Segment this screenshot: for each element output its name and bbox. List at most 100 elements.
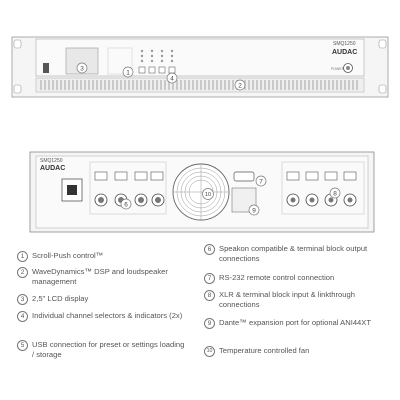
vent-slot	[248, 80, 250, 90]
vent-slot	[84, 80, 86, 90]
vent-slot	[348, 80, 350, 90]
rack-hole	[13, 84, 22, 94]
svg-text:2: 2	[238, 82, 242, 89]
vent-slot	[108, 80, 110, 90]
vent-slot	[208, 80, 210, 90]
vent-slot	[148, 80, 150, 90]
input-section	[281, 161, 365, 215]
vent-slot	[116, 80, 118, 90]
vent-slot	[164, 80, 166, 90]
cooling-fan	[172, 163, 230, 221]
callout-1: 1	[122, 66, 134, 78]
vent-slot	[188, 80, 190, 90]
vent-slot	[68, 80, 70, 90]
vent-slot	[64, 80, 66, 90]
front-model-label: SMQ1250	[333, 41, 356, 47]
vent-slot	[192, 80, 194, 90]
legend-text: Temperature controlled fan	[219, 346, 310, 355]
channel-indicators	[140, 49, 174, 63]
vent-slot	[104, 80, 106, 90]
callout-7: 7	[255, 175, 267, 187]
vent-slot	[316, 80, 318, 90]
vent-slot	[308, 80, 310, 90]
vent-slot	[60, 80, 62, 90]
power-inlet-socket	[67, 185, 77, 195]
vent-slot	[128, 80, 130, 90]
legend-text: Dante™ expansion port for optional ANI44…	[219, 318, 371, 327]
vent-slot	[324, 80, 326, 90]
vent-slot	[340, 80, 342, 90]
rear-model-label: SMQ1250	[40, 158, 63, 164]
vent-slot	[304, 80, 306, 90]
vent-slot	[296, 80, 298, 90]
vent-slot	[268, 80, 270, 90]
vent-slot	[156, 80, 158, 90]
callout-6: 6	[120, 198, 132, 210]
legend-text: Individual channel selectors & indicator…	[32, 311, 183, 320]
legend-number: 5	[17, 340, 28, 351]
vent-slot	[180, 80, 182, 90]
vent-slot	[228, 80, 230, 90]
vent-slot	[56, 80, 58, 90]
vent-slot	[200, 80, 202, 90]
callout-2: 2	[234, 79, 246, 91]
front-brand-label: AUDAC	[332, 49, 357, 56]
legend-number: 4	[17, 311, 28, 322]
rs232-port	[233, 171, 255, 182]
vent-slot	[120, 80, 122, 90]
rack-hole	[13, 39, 22, 49]
power-icon	[346, 66, 350, 70]
rear-panel: SMQ1250 AUDAC	[29, 151, 375, 233]
vent-slot	[264, 80, 266, 90]
vent-slot	[352, 80, 354, 90]
vent-slot	[132, 80, 134, 90]
legend-number: 10	[204, 346, 215, 357]
vent-slot	[172, 80, 174, 90]
vent-slot	[100, 80, 102, 90]
vent-slot	[328, 80, 330, 90]
vent-slot	[152, 80, 154, 90]
callout-3: 3	[76, 62, 88, 74]
legend-item: 5 USB connection for preset or settings …	[17, 340, 185, 360]
legend-item: 2 WaveDynamics™ DSP and loudspeaker mana…	[17, 267, 189, 287]
legend-item: 6 Speakon compatible & terminal block ou…	[204, 244, 384, 264]
callout-8: 8	[329, 187, 341, 199]
vent-slot	[216, 80, 218, 90]
vent-slot	[260, 80, 262, 90]
vent-slot	[256, 80, 258, 90]
legend-text: Scroll-Push control™	[32, 251, 104, 260]
legend-text: USB connection for preset or settings lo…	[32, 340, 185, 359]
legend-item: 3 2,5" LCD display	[17, 294, 187, 305]
svg-text:7: 7	[259, 178, 263, 185]
vent-slot	[44, 80, 46, 90]
vent-slot	[176, 80, 178, 90]
vent-slot	[140, 80, 142, 90]
legend-text: XLR & terminal block input & linkthrough…	[219, 290, 355, 309]
vent-slot	[224, 80, 226, 90]
vent-slot	[144, 80, 146, 90]
vent-slot	[88, 80, 90, 90]
usb-port-icon	[43, 63, 49, 73]
vent-slot	[312, 80, 314, 90]
legend-number: 9	[204, 318, 215, 329]
legend-text: WaveDynamics™ DSP and loudspeaker manage…	[32, 267, 168, 286]
vent-slot	[40, 80, 42, 90]
vent-slot	[320, 80, 322, 90]
vent-slot	[288, 80, 290, 90]
rack-hole	[378, 84, 387, 94]
vent-slot	[276, 80, 278, 90]
legend-item: 8 XLR & terminal block input & linkthrou…	[204, 290, 384, 310]
vent-slot	[204, 80, 206, 90]
output-terminal-blocks	[94, 171, 164, 181]
vent-slot	[76, 80, 78, 90]
vent-slot	[232, 80, 234, 90]
svg-text:10: 10	[205, 192, 211, 198]
vent-slot	[336, 80, 338, 90]
svg-text:1: 1	[126, 69, 130, 76]
rear-brand-label: AUDAC	[40, 165, 65, 172]
legend-number: 2	[17, 267, 28, 278]
legend-item: 1 Scroll-Push control™	[17, 251, 187, 262]
vent-slot	[72, 80, 74, 90]
vent-slot	[292, 80, 294, 90]
